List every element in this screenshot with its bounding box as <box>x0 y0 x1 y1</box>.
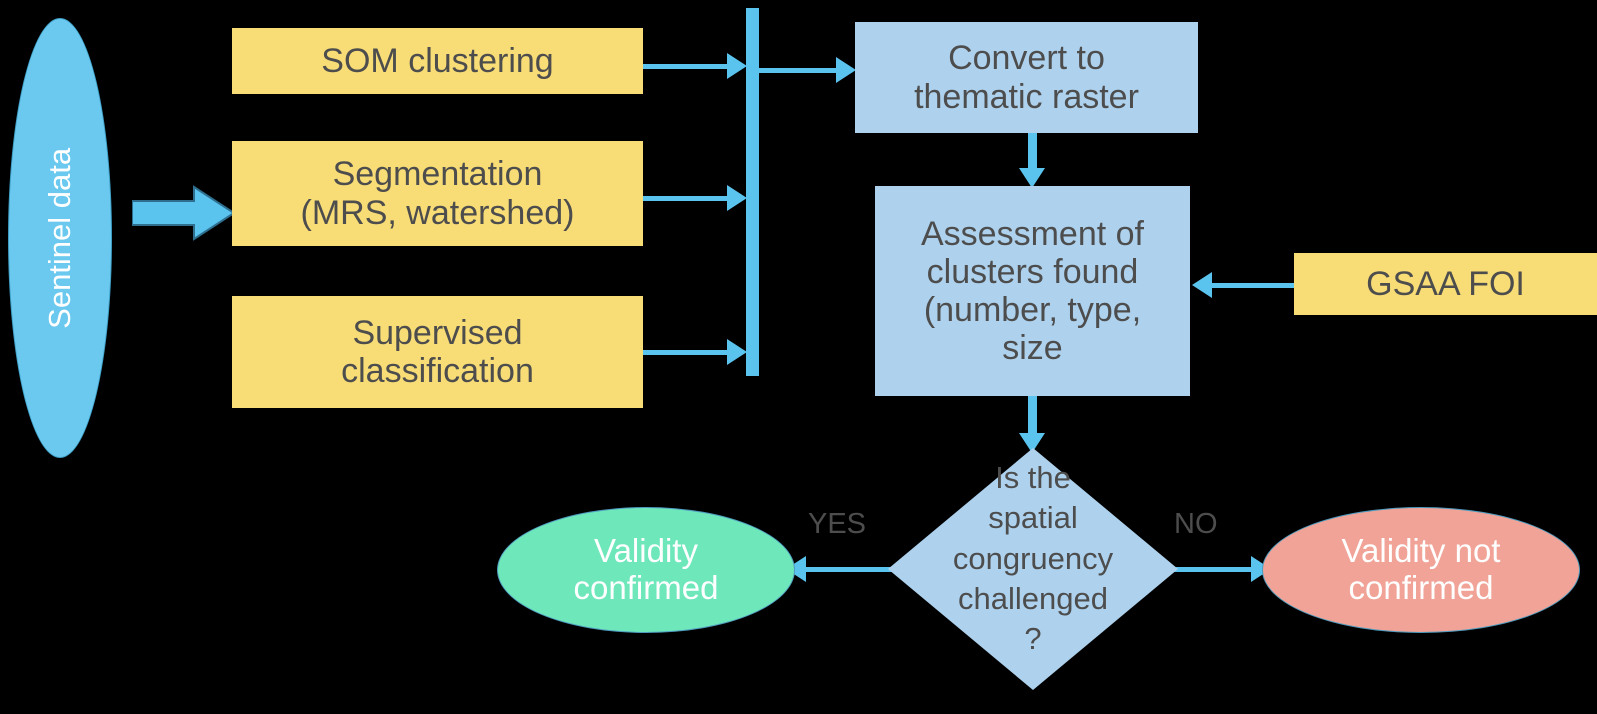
node-som-clustering-label: SOM clustering <box>321 41 554 80</box>
node-gsaa-foi[interactable]: GSAA FOI <box>1294 253 1597 315</box>
node-validity-confirmed-label: Validity confirmed <box>573 532 719 606</box>
edge-convert-to-assessment-line <box>1028 132 1037 172</box>
edge-decision-to-not-confirmed-line <box>1174 567 1254 572</box>
node-decision-spatial-congruency[interactable]: Is the spatial congruency challenged ? <box>888 448 1178 690</box>
edge-segmentation-to-collector-arrowhead <box>727 185 747 211</box>
edge-segmentation-to-collector-line <box>643 196 728 201</box>
edge-supervised-to-collector-arrowhead <box>727 339 747 365</box>
node-convert-to-thematic-raster-label: Convert to thematic raster <box>914 39 1139 116</box>
edge-collector-to-convert-arrowhead <box>836 57 856 83</box>
edge-som-to-collector-arrowhead <box>727 53 747 79</box>
node-assessment-of-clusters[interactable]: Assessment of clusters found (number, ty… <box>875 186 1190 396</box>
edge-collector-to-convert-line <box>759 68 839 73</box>
node-gsaa-foi-label: GSAA FOI <box>1366 264 1525 303</box>
node-convert-to-thematic-raster[interactable]: Convert to thematic raster <box>855 22 1198 133</box>
diamond-shape-icon <box>888 448 1178 690</box>
node-segmentation[interactable]: Segmentation (MRS, watershed) <box>232 141 643 246</box>
edge-label-yes: YES <box>808 508 867 540</box>
node-decision-label: Is the spatial congruency challenged ? <box>952 460 1114 657</box>
collector-bar <box>746 8 759 376</box>
edge-supervised-to-collector-line <box>643 350 728 355</box>
edge-gsaa-to-assessment-line <box>1212 283 1298 288</box>
node-segmentation-label: Segmentation (MRS, watershed) <box>300 155 575 232</box>
edge-assessment-to-decision-arrowhead <box>1019 433 1045 453</box>
node-sentinel-data[interactable]: Sentinel data <box>8 18 112 458</box>
edge-sentinel-to-segmentation <box>131 185 236 241</box>
node-sentinel-data-label: Sentinel data <box>41 147 77 329</box>
node-validity-confirmed[interactable]: Validity confirmed <box>497 507 795 633</box>
node-validity-not-confirmed[interactable]: Validity not confirmed <box>1262 507 1580 633</box>
node-supervised-classification-label: Supervised classification <box>341 313 534 390</box>
node-assessment-of-clusters-label: Assessment of clusters found (number, ty… <box>921 214 1144 368</box>
edge-gsaa-to-assessment-arrowhead <box>1192 272 1212 298</box>
node-validity-not-confirmed-label: Validity not confirmed <box>1341 532 1501 606</box>
edge-decision-to-confirmed-line <box>806 567 892 572</box>
block-arrow-icon <box>131 185 236 241</box>
node-som-clustering[interactable]: SOM clustering <box>232 28 643 94</box>
edge-convert-to-assessment-arrowhead <box>1019 168 1045 188</box>
edge-label-no: NO <box>1174 508 1218 540</box>
edge-assessment-to-decision-line <box>1028 395 1037 437</box>
edge-som-to-collector-line <box>643 64 728 69</box>
node-supervised-classification[interactable]: Supervised classification <box>232 296 643 408</box>
